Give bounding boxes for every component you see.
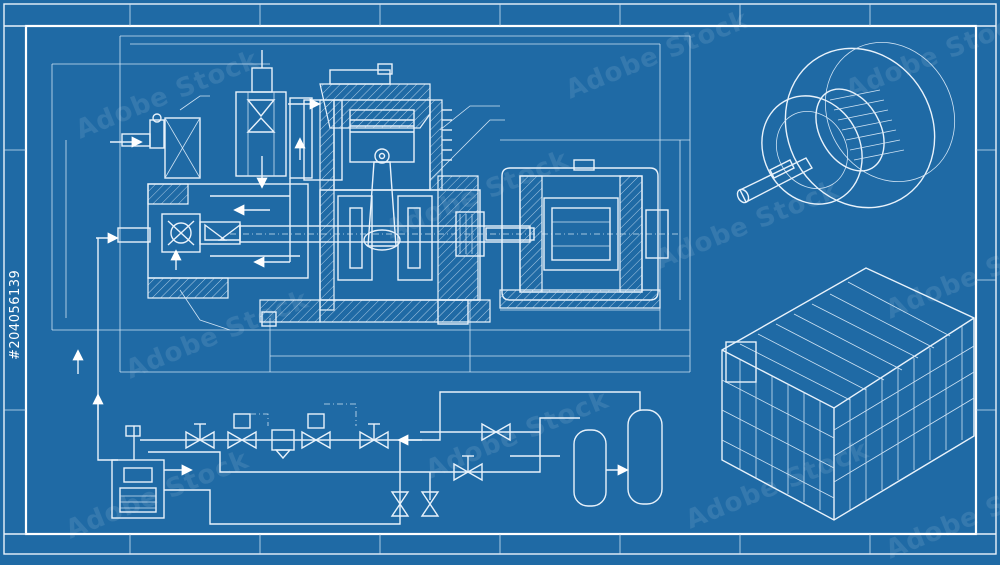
drain-valve — [390, 491, 440, 517]
separator-vessel — [627, 409, 663, 505]
gate-valve — [481, 422, 511, 442]
compressor-section — [96, 50, 680, 327]
liquid-receiver — [573, 429, 607, 507]
gate-valve — [359, 423, 389, 450]
piping-schematic — [72, 238, 663, 525]
filter-drier — [271, 429, 295, 460]
electric-motor — [485, 159, 669, 309]
expansion-valve — [301, 403, 357, 450]
gate-valve — [453, 455, 483, 482]
rotor-isometric — [736, 41, 956, 209]
gate-valve — [185, 423, 215, 450]
solenoid-valve — [227, 413, 269, 450]
radiator-isometric — [721, 267, 975, 521]
drawing-frame — [3, 3, 997, 555]
